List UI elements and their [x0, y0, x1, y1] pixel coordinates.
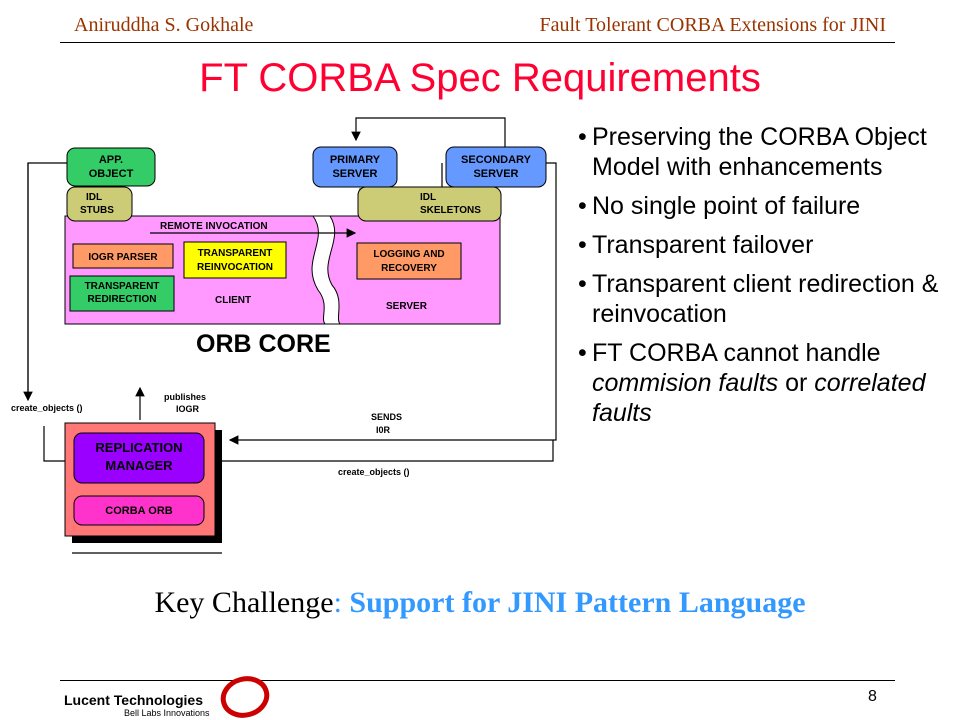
publishes-iogr-label-2: IOGR: [176, 404, 200, 414]
header-author: Aniruddha S. Gokhale: [74, 14, 254, 36]
link-right-loop: [228, 162, 557, 445]
header-rule: [60, 42, 895, 43]
logging-recovery-box: [356, 242, 462, 280]
sends-ior-label-2: I0R: [376, 425, 391, 435]
iogr-parser-label: IOGR PARSER: [88, 252, 158, 263]
app-object-box: [66, 147, 156, 187]
replication-manager-box: [73, 432, 205, 484]
idl-skeletons-label-2: SKELETONS: [420, 205, 481, 216]
bullet-item: No single point of failure: [578, 191, 958, 221]
key-challenge: Key Challenge: Support for JINI Pattern …: [0, 586, 960, 620]
header-talk-title: Fault Tolerant CORBA Extensions for JINI: [539, 14, 886, 36]
app-object-label-2: OBJECT: [89, 168, 134, 180]
idl-stubs-box: [66, 186, 133, 222]
transparent-reinvocation-label-2: REINVOCATION: [197, 262, 273, 273]
create-objects-left-label: create_objects (): [11, 403, 83, 413]
publishes-iogr-label-1: publishes: [164, 392, 206, 402]
lucent-ring-icon: [220, 676, 270, 718]
link-app-to-manager: [27, 162, 68, 398]
idl-skeletons-box: [357, 186, 502, 222]
replication-manager-label-2: MANAGER: [105, 458, 173, 473]
bullet-item-last: FT CORBA cannot handle commision faults …: [578, 338, 958, 428]
page-number: 8: [868, 688, 877, 705]
remote-invocation-label: REMOTE INVOCATION: [160, 221, 268, 232]
sends-ior-label-1: SENDS: [371, 412, 402, 422]
transparent-redirection-box: [69, 275, 175, 312]
idl-stubs-label-1: IDL: [86, 192, 102, 203]
iogr-parser-box: [72, 243, 174, 269]
key-challenge-label: Key Challenge: [154, 586, 334, 619]
server-label: SERVER: [386, 301, 428, 312]
key-challenge-colon: :: [333, 586, 342, 619]
slide-title: FT CORBA Spec Requirements: [199, 56, 761, 100]
key-challenge-value: Support for JINI Pattern Language: [349, 586, 806, 619]
idl-skeletons-label-1: IDL: [420, 192, 436, 203]
idl-stubs-label-2: STUBS: [80, 205, 114, 216]
link-top-loop: [351, 117, 506, 148]
primary-server-box: [312, 146, 398, 188]
network-divider: [311, 215, 342, 325]
bullet-item: Preserving the CORBA Object Model with e…: [578, 122, 958, 182]
logging-recovery-label-1: LOGGING AND: [373, 249, 444, 260]
corba-orb-box: [73, 495, 205, 526]
app-object-label-1: APP.: [99, 154, 123, 166]
transparent-reinvocation-label-1: TRANSPARENT: [198, 248, 273, 259]
secondary-server-label-1: SECONDARY: [461, 154, 532, 166]
bullet-item: Transparent failover: [578, 230, 958, 260]
logging-recovery-label-2: RECOVERY: [381, 263, 437, 274]
bullet-item: Transparent client redirection & reinvoc…: [578, 269, 958, 329]
transparent-redirection-label-1: TRANSPARENT: [85, 281, 160, 292]
link-bottom-return: [43, 426, 554, 462]
create-objects-bottom-label: create_objects (): [338, 467, 410, 477]
footer-rule: [60, 680, 895, 681]
orb-core-label: ORB CORE: [196, 330, 331, 358]
primary-server-label-1: PRIMARY: [330, 154, 381, 166]
lucent-logo-subtext: Bell Labs Innovations: [124, 708, 210, 718]
primary-server-label-2: SERVER: [332, 168, 377, 180]
client-label: CLIENT: [215, 295, 251, 306]
corba-orb-label: CORBA ORB: [105, 505, 172, 517]
replication-manager-label-1: REPLICATION: [95, 440, 182, 455]
secondary-server-box: [445, 146, 547, 188]
transparent-reinvocation-box: [183, 241, 287, 279]
requirements-list: Preserving the CORBA Object Model with e…: [578, 122, 958, 437]
lucent-logo-text: Lucent Technologies: [64, 692, 203, 708]
transparent-redirection-label-2: REDIRECTION: [88, 294, 157, 305]
secondary-server-label-2: SERVER: [473, 168, 518, 180]
